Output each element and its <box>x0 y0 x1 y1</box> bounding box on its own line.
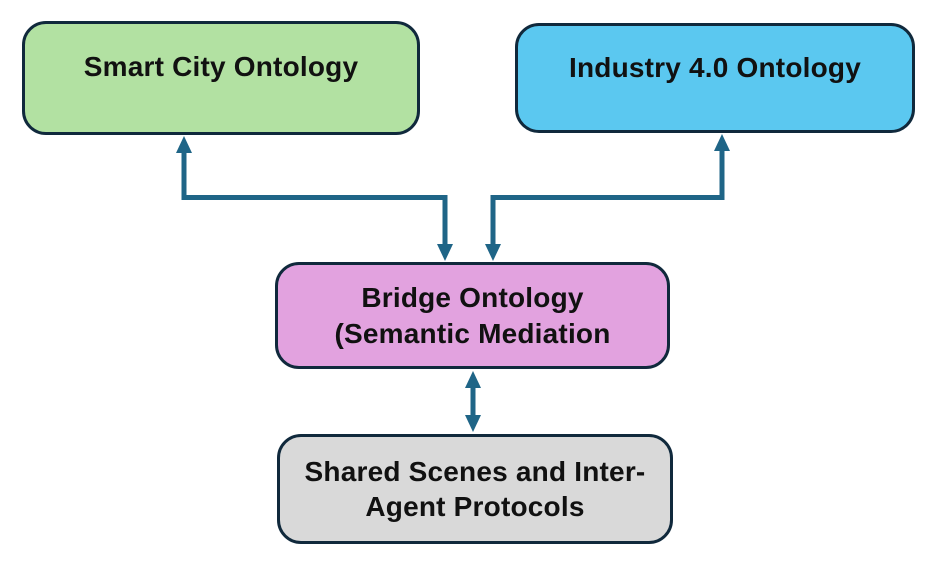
node-bridge-ontology: Bridge Ontology (Semantic Mediation <box>275 262 670 369</box>
arrowhead-down-icon <box>485 244 501 261</box>
node-label: Industry 4.0 Ontology <box>568 52 861 84</box>
arrowhead-down-icon <box>437 244 453 261</box>
arrowhead-up-icon <box>714 134 730 151</box>
node-label: Smart City Ontology <box>83 51 359 83</box>
node-label-line: (Semantic Mediation <box>334 317 611 349</box>
connector-bridge-shared <box>465 371 481 432</box>
arrowhead-up-icon <box>465 371 481 388</box>
arrowhead-down-icon <box>465 415 481 432</box>
node-label-line: Bridge Ontology <box>361 282 584 314</box>
node-industry-40-ontology: Industry 4.0 Ontology <box>515 23 915 133</box>
node-smart-city-ontology: Smart City Ontology <box>22 21 420 135</box>
connector-smart-city-bridge <box>176 136 453 261</box>
connector-shaft <box>181 151 448 245</box>
node-label-line: Agent Protocols <box>365 491 585 522</box>
arrowhead-up-icon <box>176 136 192 153</box>
node-shared-scenes-protocols: Shared Scenes and Inter- Agent Protocols <box>277 434 673 544</box>
connector-industry-bridge <box>485 134 730 261</box>
connector-shaft <box>490 149 725 245</box>
node-label-line: Shared Scenes and Inter- <box>304 455 646 487</box>
